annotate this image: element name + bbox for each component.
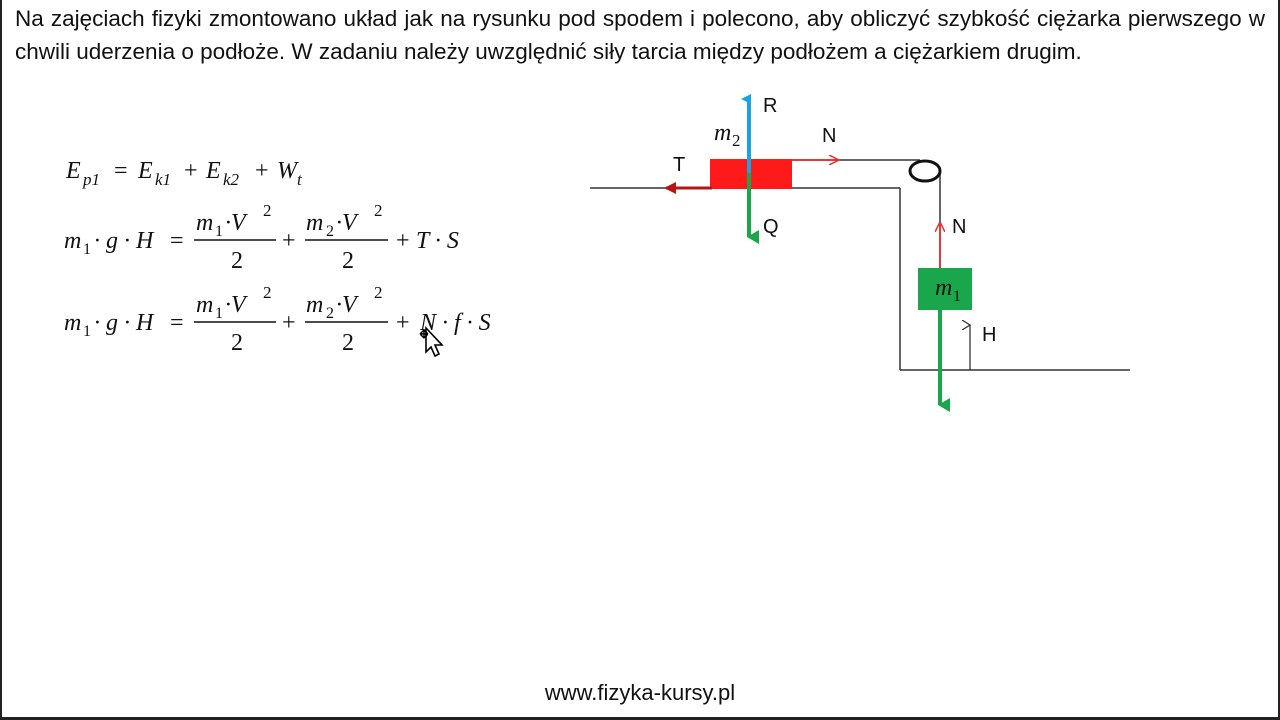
- eq2-frac2-num-exp: 2: [374, 201, 383, 220]
- eq1-term1-sub: k1: [155, 170, 171, 189]
- label-m2-sub: 2: [732, 131, 741, 150]
- diagram-svg: R m 2 N T Q N m 1 H: [590, 94, 1130, 412]
- eq1-term1: E: [137, 158, 153, 184]
- eq1-term3-sub: t: [297, 170, 303, 189]
- eq1-plus1: +: [184, 158, 198, 184]
- eq2-frac1-num-v: ·V: [225, 210, 248, 236]
- equation-energy-balance: E p1 = E k1 + E k2 + W t: [65, 158, 303, 189]
- label-T: T: [673, 154, 685, 176]
- equation-with-friction: m 1 · g · H = m 1 ·V 2 2 + m 2 ·V 2 2 + …: [64, 283, 491, 356]
- eq3-equals: =: [170, 310, 184, 336]
- frame-bottom-border: [0, 717, 1280, 720]
- eq2-g-h: · g · H: [94, 228, 155, 254]
- eq3-frac1-den: 2: [231, 330, 243, 356]
- eq3-frac2-den: 2: [342, 330, 354, 356]
- eq3-frac1-num-m: m: [196, 292, 213, 318]
- eq2-frac2-den: 2: [342, 248, 354, 274]
- eq2-frac1-den: 2: [231, 248, 243, 274]
- eq2-frac1-num-exp: 2: [263, 201, 272, 220]
- eq3-lhs-sub: 1: [83, 323, 91, 340]
- eq3-plus1: +: [282, 310, 296, 336]
- label-N-top: N: [822, 125, 836, 147]
- block-m1: [918, 268, 972, 310]
- label-m2: m: [714, 120, 731, 146]
- eq3-frac1-num-exp: 2: [263, 283, 272, 302]
- eq3-frac1-num-sub: 1: [215, 305, 223, 322]
- eq2-frac1-num-sub: 1: [215, 223, 223, 240]
- eq2-lhs: m: [64, 228, 81, 254]
- eq3-frac2-num-sub: 2: [326, 305, 334, 322]
- eq2-lhs-sub: 1: [83, 241, 91, 258]
- label-m1: m: [935, 275, 952, 301]
- eq2-frac1-num-m: m: [196, 210, 213, 236]
- eq2-frac2-num-m: m: [306, 210, 323, 236]
- pulley-icon: [908, 159, 942, 183]
- eq3-tail: N · f · S: [419, 310, 491, 336]
- eq3-frac2-num-m: m: [306, 292, 323, 318]
- eq2-tail: T · S: [416, 228, 459, 254]
- eq3-frac1-num-v: ·V: [225, 292, 248, 318]
- label-N-right: N: [952, 216, 966, 238]
- eq1-term2-sub: k2: [223, 170, 240, 189]
- label-m1-sub: 1: [953, 288, 961, 305]
- eq3-g-h: · g · H: [94, 310, 155, 336]
- eq2-frac2-num-v: ·V: [336, 210, 359, 236]
- eq1-lhs: E: [65, 158, 81, 184]
- eq3-frac2-num-exp: 2: [374, 283, 383, 302]
- eq2-equals: =: [170, 228, 184, 254]
- equations-block: E p1 = E k1 + E k2 + W t m 1 · g · H = m…: [62, 150, 582, 370]
- physics-diagram: R m 2 N T Q N m 1 H: [580, 85, 1150, 425]
- eq1-term2: E: [205, 158, 221, 184]
- eq3-plus2: +: [396, 310, 410, 336]
- equation-with-tension: m 1 · g · H = m 1 ·V 2 2 + m 2 ·V 2 2 + …: [64, 201, 459, 274]
- eq2-frac2-num-sub: 2: [326, 223, 334, 240]
- eq1-equals: =: [114, 158, 128, 184]
- label-R: R: [763, 95, 777, 117]
- eq3-frac2-num-v: ·V: [336, 292, 359, 318]
- eq1-lhs-sub: p1: [82, 170, 100, 189]
- label-Q: Q: [763, 216, 779, 238]
- problem-statement: Na zajęciach fizyki zmontowano układ jak…: [15, 6, 1265, 64]
- equations-svg: E p1 = E k1 + E k2 + W t m 1 · g · H = m…: [64, 158, 491, 356]
- eq1-term3: W: [277, 158, 299, 184]
- frame-right-border: [1278, 0, 1280, 720]
- frame-left-border: [0, 0, 2, 720]
- eq3-lhs: m: [64, 310, 81, 336]
- eq1-plus2: +: [255, 158, 269, 184]
- label-H: H: [982, 324, 996, 346]
- eq2-plus2: +: [396, 228, 410, 254]
- footer-url: www.fizyka-kursy.pl: [544, 680, 736, 705]
- move-cursor-icon: [419, 325, 444, 358]
- eq2-plus1: +: [282, 228, 296, 254]
